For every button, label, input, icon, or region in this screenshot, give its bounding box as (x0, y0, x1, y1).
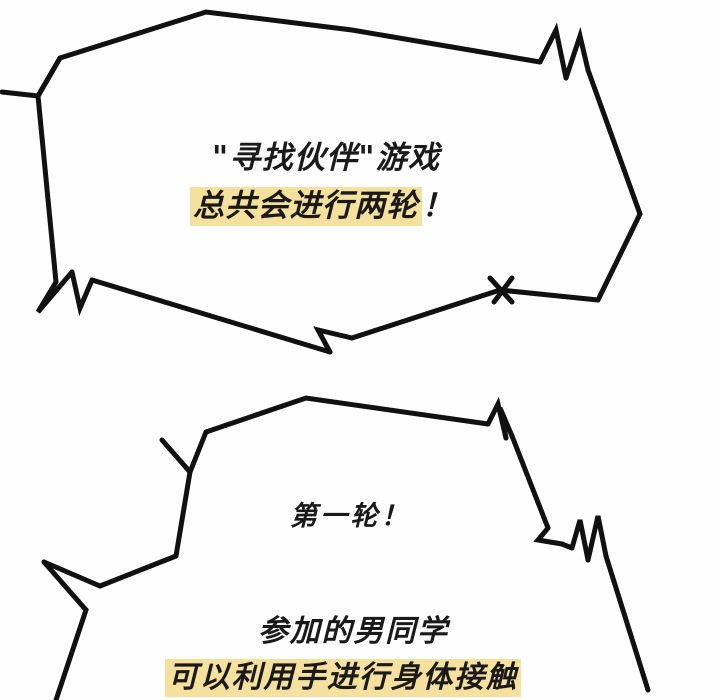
bubble1-line2-highlight: 总共会进行两轮 (190, 187, 422, 226)
bubble2-line3: 可以利用手进行身体接触 (165, 652, 521, 697)
bubble2-line2: 参加的男同学 (258, 614, 449, 649)
bubble1-line2-exclamation: ！ (421, 188, 454, 224)
bubble2-line3-highlight: 可以利用手进行身体接触 (165, 659, 521, 697)
bubble1-line2: 总共会进行两轮！ (190, 180, 454, 226)
bubble2-line1: 第一轮！ (290, 501, 411, 532)
bubble1-line1: "寻找伙伴"游戏 (212, 140, 441, 176)
